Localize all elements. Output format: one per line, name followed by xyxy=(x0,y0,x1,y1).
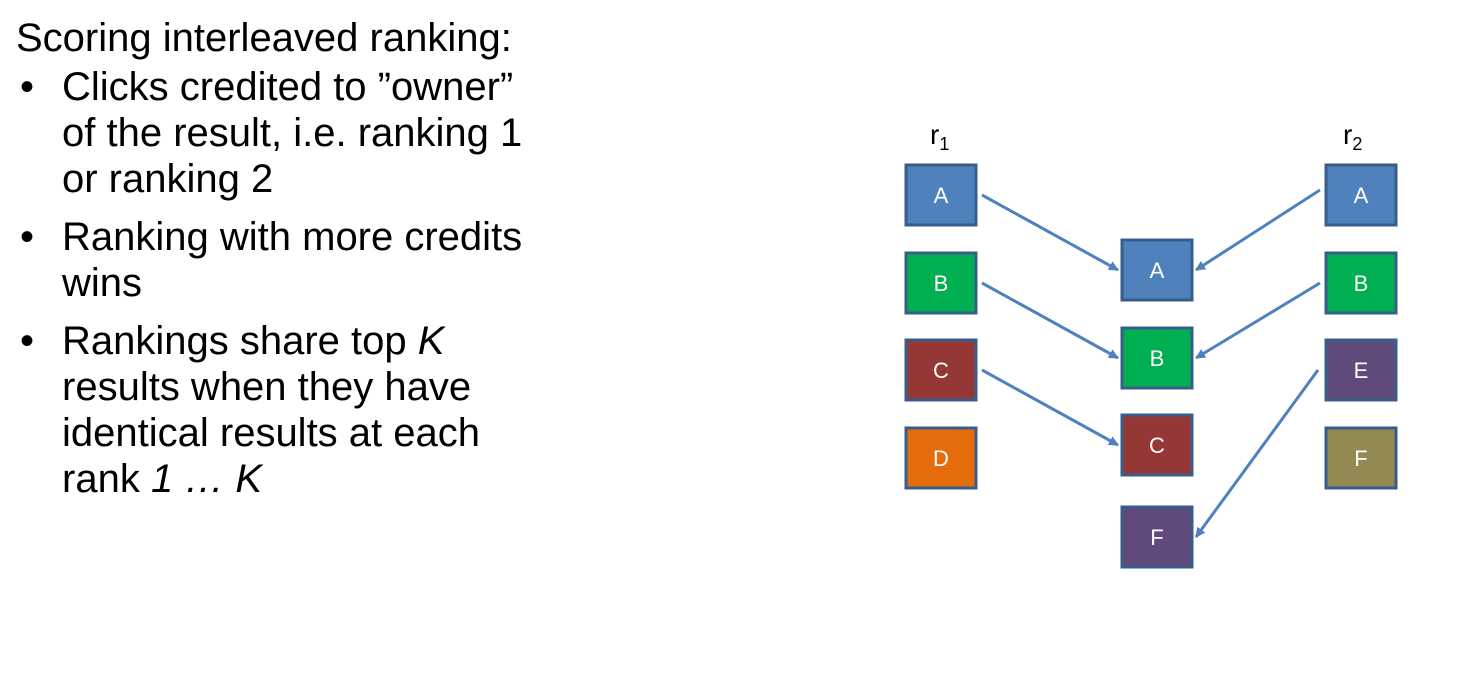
bullet-marker: • xyxy=(20,65,35,109)
slide-heading: Scoring interleaved ranking: xyxy=(16,16,512,60)
ranking-1-label-base: r xyxy=(930,119,939,150)
interleaved-result-f: F xyxy=(1120,505,1194,569)
arrow-r1-a xyxy=(981,193,1119,272)
ranking-2-result-b-rect xyxy=(1324,251,1398,315)
interleaved-result-b-rect xyxy=(1120,326,1194,390)
ranking-1-result-a: A xyxy=(904,163,978,227)
interleaved-result-a-label: A xyxy=(1150,258,1165,283)
bullet-line: wins xyxy=(62,261,143,305)
ranking-2-result-a: A xyxy=(1324,163,1398,227)
bullet-line: or ranking 2 xyxy=(62,157,274,201)
ranking-2-result-f-label: F xyxy=(1354,446,1367,471)
ranking-2-label: r2 xyxy=(1343,119,1362,154)
interleaved-result-b-label: B xyxy=(1150,346,1165,371)
bullet-marker: • xyxy=(20,319,35,363)
ranking-1-result-b-label: B xyxy=(934,271,949,296)
ranking-1-result-c-rect xyxy=(904,338,978,402)
ranking-2-result-f: F xyxy=(1324,426,1398,490)
bullet-item-more-credits: • Ranking with more credits wins xyxy=(16,214,636,306)
ranking-1-label-subscript: 1 xyxy=(939,134,949,154)
bullet-marker: • xyxy=(20,215,35,259)
interleaved-result-c-label: C xyxy=(1149,433,1165,458)
bullet-line: identical results at each xyxy=(62,411,481,455)
bullet-line-rich: Rankings share top K xyxy=(62,319,445,363)
result-box-group: A B C D A B E F A B C F xyxy=(904,163,1398,569)
ranking-2-result-b-label: B xyxy=(1354,271,1369,296)
bullet-list: • Clicks credited to ”owner” of the resu… xyxy=(16,64,636,514)
arrow-r2-b xyxy=(1195,281,1321,360)
ranking-1-result-d-rect xyxy=(904,426,978,490)
bullet-item-share-top-k: • Rankings share top K results when they… xyxy=(16,318,636,502)
bullet-item-credit-owner: • Clicks credited to ”owner” of the resu… xyxy=(16,64,636,202)
ranking-1-result-a-label: A xyxy=(934,183,949,208)
ranking-2-result-a-rect xyxy=(1324,163,1398,227)
arrow-r1-b xyxy=(981,281,1119,360)
bullet-line: Clicks credited to ”owner” xyxy=(62,65,514,109)
bullet-line: results when they have xyxy=(62,365,472,409)
ranking-2-result-e-label: E xyxy=(1354,358,1369,383)
arrow-r1-c xyxy=(981,368,1119,447)
bullet-line: Ranking with more credits xyxy=(62,215,523,259)
interleaved-result-c: C xyxy=(1120,413,1194,477)
ranking-1-label: r1 xyxy=(930,119,949,154)
interleaved-result-f-rect xyxy=(1120,505,1194,569)
ranking-2-result-f-rect xyxy=(1324,426,1398,490)
bullet-line: of the result, i.e. ranking 1 xyxy=(62,111,523,155)
ranking-2-result-b: B xyxy=(1324,251,1398,315)
ranking-1-result-c: C xyxy=(904,338,978,402)
ranking-1-result-d: D xyxy=(904,426,978,490)
interleaved-result-b: B xyxy=(1120,326,1194,390)
interleaved-result-a-rect xyxy=(1120,238,1194,302)
interleaved-result-c-rect xyxy=(1120,413,1194,477)
ranking-1-result-d-label: D xyxy=(933,446,949,471)
arrow-group xyxy=(981,188,1321,538)
arrow-r2-e-to-f xyxy=(1194,369,1320,538)
ranking-1-result-a-rect xyxy=(904,163,978,227)
ranking-1-result-b: B xyxy=(904,251,978,315)
ranking-2-result-e: E xyxy=(1324,338,1398,402)
ranking-1-result-c-label: C xyxy=(933,358,949,383)
interleaved-result-f-label: F xyxy=(1150,525,1163,550)
ranking-1-result-b-rect xyxy=(904,251,978,315)
arrow-r2-a xyxy=(1195,188,1321,272)
ranking-2-result-e-rect xyxy=(1324,338,1398,402)
ranking-2-result-a-label: A xyxy=(1354,183,1369,208)
ranking-2-label-base: r xyxy=(1343,119,1352,150)
ranking-2-label-subscript: 2 xyxy=(1352,134,1362,154)
bullet-line-rich: rank 1 … K xyxy=(62,457,263,501)
interleaved-result-a: A xyxy=(1120,238,1194,302)
